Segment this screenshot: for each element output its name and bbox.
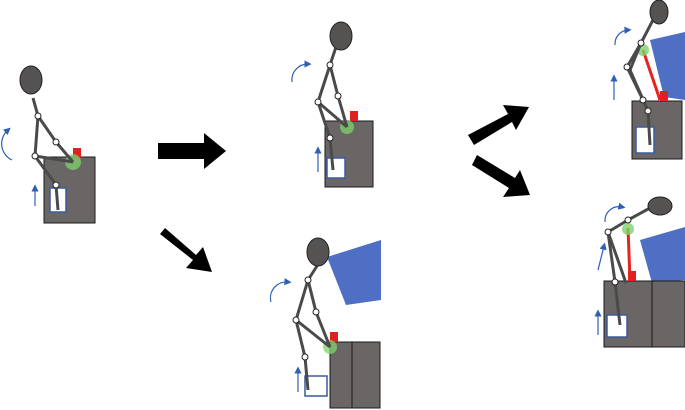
panel-start [1, 65, 96, 224]
red-link [626, 227, 632, 281]
skeleton [316, 46, 349, 171]
panel-mid-bottom [269, 237, 381, 409]
head-icon [329, 21, 353, 51]
rotation-arrow-icon [604, 202, 626, 223]
red-block [73, 148, 81, 158]
blue-plate [640, 227, 685, 283]
red-block [628, 271, 636, 281]
flow-arrow-icon [468, 105, 529, 145]
skeleton [625, 19, 655, 146]
blue-plate [650, 32, 685, 100]
red-block [330, 332, 338, 342]
head-icon [306, 237, 330, 267]
blue-plate [327, 240, 381, 305]
seat-box [606, 314, 628, 338]
red-block [350, 111, 358, 121]
rotation-arrow-icon [269, 278, 292, 303]
joints [623, 39, 652, 115]
joints [604, 216, 632, 286]
up-arrow-icon [597, 242, 607, 271]
machine-body [351, 341, 381, 409]
machine-body [651, 280, 685, 348]
head-icon [649, 0, 669, 25]
red-block [660, 91, 668, 101]
red-link [641, 49, 662, 101]
flow-arrow-icon [160, 228, 212, 272]
panel-right-bottom [594, 196, 685, 348]
flow-arrow-icon [158, 133, 226, 169]
head-icon [19, 65, 43, 95]
skeleton [294, 265, 332, 391]
skeleton [606, 206, 651, 326]
panel-right-top [610, 0, 685, 160]
rotation-arrow-icon [1, 127, 13, 161]
joints [31, 112, 60, 189]
joints [292, 276, 320, 361]
seat-box [326, 157, 346, 179]
panel-mid-top [291, 21, 374, 188]
rotation-arrow-icon [291, 60, 312, 83]
seat-box [635, 126, 655, 154]
seat-box [304, 375, 328, 397]
green-contact [622, 223, 634, 235]
head-icon [647, 196, 673, 216]
flow-arrow-icon [472, 155, 530, 197]
joints [314, 61, 342, 142]
rotation-arrow-icon [614, 26, 632, 46]
